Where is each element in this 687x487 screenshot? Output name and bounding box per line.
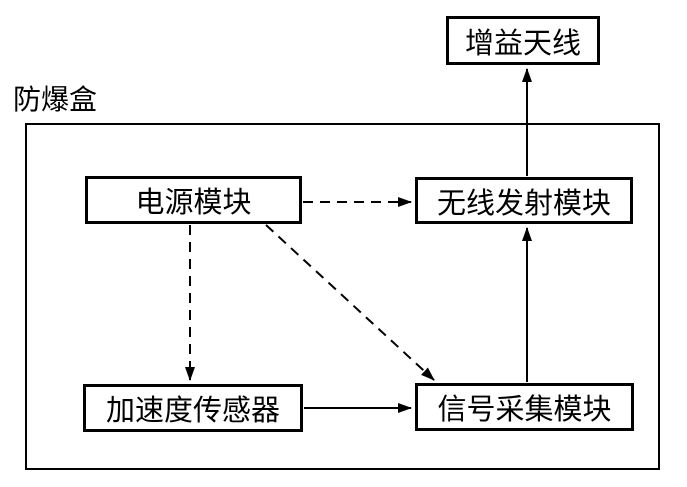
node-acceleration-sensor: 加速度传感器 [83, 384, 303, 432]
enclosure-label: 防爆盒 [13, 85, 98, 116]
enclosure-box [25, 123, 660, 470]
node-power-module: 电源模块 [85, 176, 302, 224]
edge-power-to-signal-dashed-arrow [265, 224, 435, 381]
node-signal-acquisition-module: 信号采集模块 [415, 383, 634, 431]
node-gain-antenna: 增益天线 [446, 16, 600, 65]
node-wireless-transmitter-module: 无线发射模块 [415, 177, 633, 224]
